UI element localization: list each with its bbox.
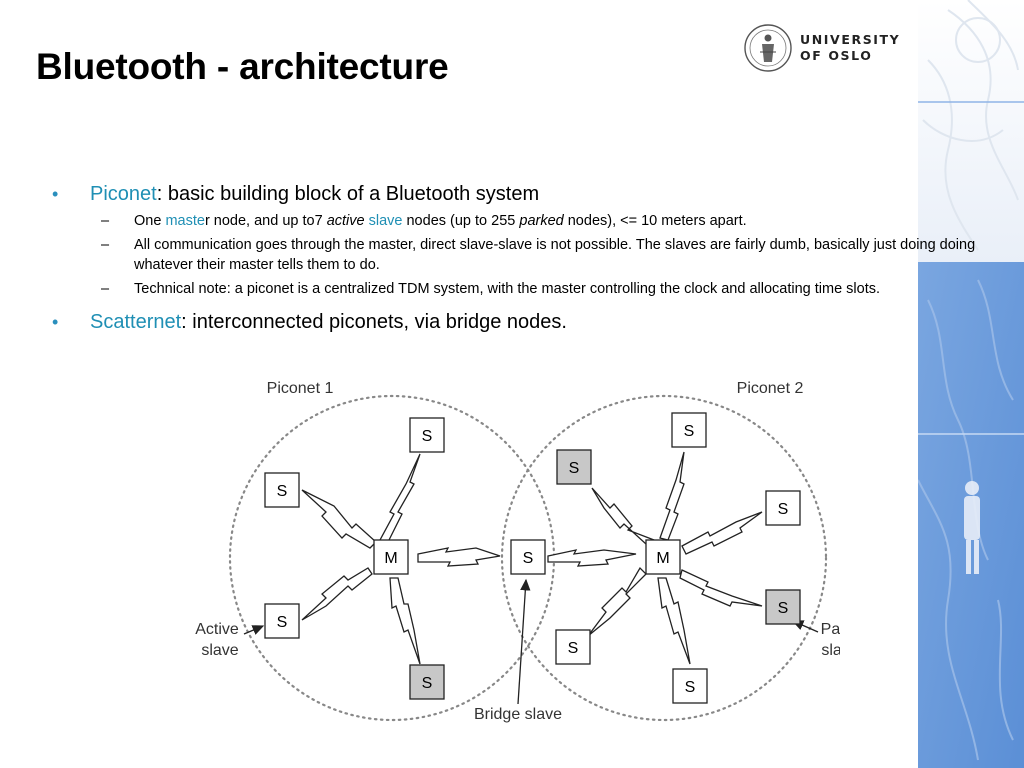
scatternet-definition: : interconnected piconets, via bridge no…: [181, 311, 567, 333]
university-logo: UNIVERSITY OF OSLO: [742, 22, 902, 74]
piconet-2-links: [547, 451, 763, 665]
bridge-slave-node: [510, 539, 546, 575]
term-scatternet: Scatternet: [90, 311, 182, 333]
piconet-1-label: Piconet 1: [267, 380, 334, 397]
link-m2-s-bottom: [657, 577, 691, 665]
active-slave-caption-line2: slave: [201, 642, 238, 659]
bridge-slave-arrow: [517, 578, 531, 705]
scatternet-diagram: Piconet 1 Piconet 2 S S M S S: [195, 376, 840, 723]
slave-node: [672, 668, 708, 704]
link-m1-s-bottom: [389, 577, 421, 665]
link-m1-s-bottomleft: [301, 567, 373, 621]
master-node: [373, 539, 409, 575]
master-node-label: M: [656, 550, 669, 567]
parked-slave-node: [556, 449, 592, 485]
sub2-text: All communication goes through the maste…: [134, 237, 976, 273]
slave-node: [765, 490, 801, 526]
sub1-active: active: [326, 213, 365, 229]
slave-node-label: S: [277, 483, 288, 500]
slave-node-label: S: [569, 460, 580, 477]
sub-bullet-node-count: – One master node, and up to7 active sla…: [52, 211, 982, 231]
active-slave-node: [264, 603, 300, 639]
link-m2-s-bottomleft: [587, 566, 647, 637]
sub1-master-highlight: maste: [165, 213, 205, 229]
sub1-part7: nodes (up to 255: [402, 213, 520, 229]
piconet-1-label-bg: [258, 376, 342, 398]
slave-node: [671, 412, 707, 448]
slave-node-label: S: [684, 423, 695, 440]
parked-slave-node: [409, 664, 445, 700]
bullet-dot-icon: •: [52, 312, 59, 332]
slave-node-label: S: [523, 550, 534, 567]
active-slave-arrow: [243, 625, 265, 635]
logo-line-1: UNIVERSITY: [800, 32, 901, 47]
slide-title: Bluetooth - architecture: [36, 46, 449, 87]
active-slave-caption-line1: Active: [195, 621, 239, 638]
bullet-scatternet: • Scatternet: interconnected piconets, v…: [52, 309, 982, 335]
slave-node-label: S: [778, 501, 789, 518]
piconet-2-boundary: [500, 394, 828, 722]
parked-slave-caption-line1: Parked: [821, 621, 840, 638]
link-m2-parked-right: [679, 569, 763, 607]
piconet-2-label: Piconet 2: [737, 380, 804, 397]
slave-node-label: S: [277, 614, 288, 631]
piconet-2-label-bg: [728, 376, 812, 398]
slave-node: [409, 417, 445, 453]
slide-content: • Piconet: basic building block of a Blu…: [52, 181, 982, 337]
slave-node-label: S: [422, 428, 433, 445]
side-strip-art: [918, 0, 1024, 768]
link-m2-s-right: [681, 511, 763, 555]
parked-slave-caption-line2: slave: [821, 642, 840, 659]
master-node-label: M: [384, 550, 397, 567]
sub-bullet-communication: – All communication goes through the mas…: [52, 235, 982, 275]
parked-slave-node: [765, 589, 801, 625]
university-seal-icon: [744, 24, 792, 72]
logo-line-2: OF OSLO: [800, 48, 873, 63]
university-name: UNIVERSITY OF OSLO: [800, 32, 900, 64]
bullet-piconet: • Piconet: basic building block of a Blu…: [52, 181, 982, 207]
sub1-part9: nodes), <= 10 meters apart.: [563, 213, 747, 229]
slave-node-label: S: [568, 640, 579, 657]
master-node: [645, 539, 681, 575]
decorative-side-strip: [918, 0, 1024, 768]
link-m2-parked-left: [591, 487, 656, 545]
bridge-slave-caption: Bridge slave: [474, 706, 562, 723]
piconet-2-nodes: S S S M S S S: [555, 412, 801, 704]
slave-node-label: S: [778, 600, 789, 617]
dash-icon: –: [101, 213, 110, 229]
piconet-1-nodes: S S M S S: [264, 417, 445, 700]
slave-node-label: S: [685, 679, 696, 696]
link-m1-s-top: [379, 453, 421, 543]
sub1-part1: One: [134, 213, 166, 229]
dash-icon: –: [101, 281, 110, 297]
slave-node-label: S: [422, 675, 433, 692]
slave-node: [264, 472, 300, 508]
sub1-parked: parked: [519, 213, 564, 229]
term-piconet: Piconet: [90, 183, 157, 205]
sub1-part3: r node, and up to7: [204, 213, 327, 229]
piconet-1-links: [301, 453, 501, 665]
dash-icon: –: [101, 237, 110, 253]
slave-node: [555, 629, 591, 665]
link-m1-bridge: [417, 547, 501, 567]
piconet-definition: : basic building block of a Bluetooth sy…: [156, 183, 540, 205]
piconet-sub-list: – One master node, and up to7 active sla…: [52, 211, 982, 299]
link-m2-s-top: [659, 451, 685, 541]
link-m1-s-left: [301, 489, 377, 549]
sub1-slave-highlight: slave: [368, 213, 403, 229]
bullet-dot-icon: •: [52, 184, 59, 204]
link-m2-bridge: [547, 549, 637, 567]
sub-bullet-technical-note: – Technical note: a piconet is a central…: [52, 279, 982, 299]
sub3-text: Technical note: a piconet is a centraliz…: [134, 281, 881, 297]
